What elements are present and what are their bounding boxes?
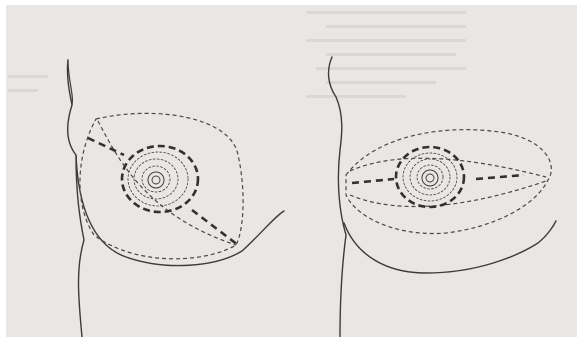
left-breast-panel (67, 60, 284, 337)
left-upper-oblique-dash (88, 138, 124, 155)
right-breast-contour (344, 221, 556, 273)
right-breast-panel (329, 57, 556, 337)
left-breast-contour (76, 155, 284, 266)
figure-page (6, 5, 577, 337)
right-torso-contour (329, 57, 346, 337)
left-lower-oblique-dash (192, 210, 238, 245)
right-areola (396, 147, 464, 207)
right-left-horizontal-dash (352, 179, 394, 183)
right-right-horizontal-dash (476, 175, 524, 179)
paper-texture (8, 11, 466, 98)
surgical-diagram (6, 5, 577, 337)
right-upper-inner-marking (350, 158, 546, 177)
left-areola (122, 146, 198, 212)
